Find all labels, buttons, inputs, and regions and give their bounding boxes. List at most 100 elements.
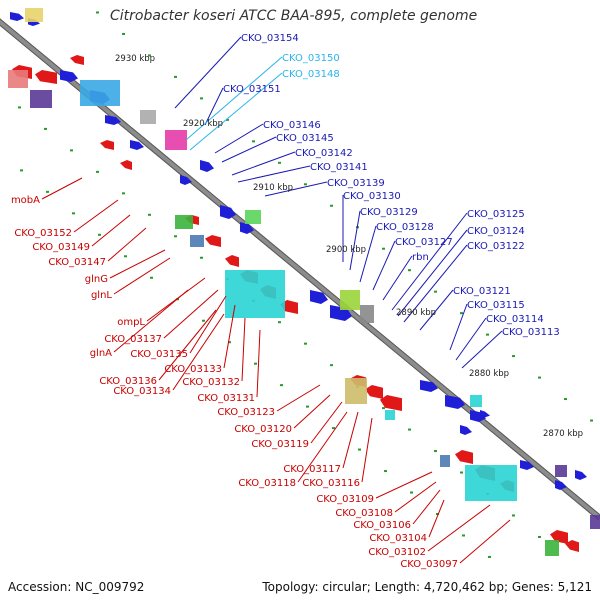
gene-block bbox=[545, 540, 559, 556]
tick-row-outer bbox=[434, 290, 437, 293]
label-cyan: CKO_03148 bbox=[282, 69, 340, 80]
label-red: CKO_03137 bbox=[104, 334, 162, 345]
tick-row-inner bbox=[278, 321, 281, 324]
leader-line bbox=[189, 72, 283, 151]
tick-row-far bbox=[20, 169, 23, 172]
label-red: CKO_03147 bbox=[48, 257, 106, 268]
scale-label: 2900 kbp bbox=[326, 245, 366, 255]
label-blue: CKO_03146 bbox=[263, 120, 321, 131]
leader-line bbox=[419, 289, 454, 331]
tick-row-outer bbox=[304, 183, 307, 186]
label-red: CKO_03116 bbox=[302, 478, 360, 489]
leader-line bbox=[223, 304, 236, 369]
leader-line bbox=[264, 181, 328, 197]
label-red: CKO_03133 bbox=[164, 364, 222, 375]
reverse-gene-arrow bbox=[225, 255, 239, 267]
tick-row-outer bbox=[330, 204, 333, 207]
leader-line bbox=[172, 313, 225, 391]
leader-line bbox=[375, 471, 433, 499]
tick-row-inner bbox=[70, 149, 73, 152]
label-red: CKO_03119 bbox=[251, 439, 309, 450]
label-red: CKO_03120 bbox=[234, 424, 292, 435]
label-blue: CKO_03154 bbox=[241, 33, 299, 44]
leader-line bbox=[276, 384, 321, 412]
label-blue: CKO_03113 bbox=[502, 327, 560, 338]
topology-text: Topology: circular; Length: 4,720,462 bp… bbox=[262, 580, 592, 594]
gene-block bbox=[190, 235, 204, 247]
leader-line bbox=[372, 240, 396, 291]
label-red: CKO_03109 bbox=[316, 494, 374, 505]
leader-line bbox=[174, 36, 242, 109]
scale-label: 2890 kbp bbox=[396, 308, 436, 318]
label-blue: CKO_03122 bbox=[467, 241, 525, 252]
leader-line bbox=[449, 303, 468, 351]
leader-line bbox=[231, 151, 296, 176]
gene-block bbox=[440, 455, 450, 467]
label-red: CKO_03149 bbox=[32, 242, 90, 253]
leader-line bbox=[382, 255, 413, 301]
tick-row-inner bbox=[460, 471, 463, 474]
tick-row-far bbox=[280, 384, 283, 387]
gene-block bbox=[590, 515, 600, 529]
tick-row-far bbox=[358, 448, 361, 451]
reverse-gene-arrow bbox=[365, 385, 383, 399]
gene-block bbox=[30, 90, 52, 108]
label-blue: CKO_03124 bbox=[467, 226, 525, 237]
leader-line bbox=[394, 481, 437, 513]
map-title: Citrobacter koseri ATCC BAA-895, complet… bbox=[110, 8, 478, 24]
tick-row-inner bbox=[200, 256, 203, 259]
label-blue: CKO_03114 bbox=[486, 314, 544, 325]
tick-row-outer bbox=[122, 32, 125, 35]
tick-row-far bbox=[46, 190, 49, 193]
tick-row-far bbox=[306, 405, 309, 408]
tick-row-far bbox=[124, 255, 127, 258]
reverse-gene-arrow bbox=[120, 160, 132, 170]
tick-row-inner bbox=[174, 235, 177, 238]
label-red: glnA bbox=[90, 348, 112, 359]
tick-row-inner bbox=[434, 450, 437, 453]
gene-block bbox=[175, 215, 193, 229]
leader-line bbox=[455, 317, 487, 361]
tick-row-far bbox=[228, 341, 231, 344]
leader-line bbox=[241, 317, 246, 382]
tick-marks bbox=[18, 11, 593, 558]
reverse-gene-arrow bbox=[70, 55, 84, 65]
gene-block bbox=[80, 80, 120, 106]
label-red: CKO_03135 bbox=[130, 349, 188, 360]
leader-line bbox=[403, 244, 468, 323]
label-blue: CKO_03141 bbox=[310, 162, 368, 173]
label-blue: CKO_03127 bbox=[395, 237, 453, 248]
forward-gene-arrow bbox=[555, 480, 567, 490]
tick-row-far bbox=[436, 512, 439, 515]
tick-row-outer bbox=[538, 376, 541, 379]
reverse-gene-arrow bbox=[380, 395, 402, 411]
leader-line bbox=[73, 199, 119, 233]
leader-line bbox=[428, 499, 445, 538]
forward-gene-arrow bbox=[470, 410, 486, 422]
label-red: mobA bbox=[11, 195, 40, 206]
label-leader-lines bbox=[41, 36, 511, 564]
label-red: CKO_03097 bbox=[400, 559, 458, 570]
label-red: CKO_03132 bbox=[182, 377, 240, 388]
gene-block bbox=[25, 8, 43, 22]
tick-row-inner bbox=[44, 127, 47, 130]
label-blue: CKO_03130 bbox=[343, 191, 401, 202]
leader-line bbox=[342, 411, 359, 469]
gene-block bbox=[165, 130, 187, 150]
leader-line bbox=[189, 295, 227, 354]
forward-gene-arrow bbox=[420, 380, 438, 392]
leader-line bbox=[204, 87, 224, 126]
scale-label: 2920 kbp bbox=[183, 119, 223, 129]
gene-block bbox=[470, 395, 482, 407]
forward-gene-arrow bbox=[180, 175, 192, 185]
forward-gene-arrow bbox=[520, 460, 534, 470]
tick-row-far bbox=[98, 233, 101, 236]
tick-row-outer bbox=[382, 247, 385, 250]
gene-block bbox=[225, 270, 285, 318]
label-red: CKO_03134 bbox=[113, 386, 171, 397]
tick-row-inner bbox=[538, 535, 541, 538]
leader-line bbox=[41, 177, 83, 200]
label-red: CKO_03106 bbox=[353, 520, 411, 531]
